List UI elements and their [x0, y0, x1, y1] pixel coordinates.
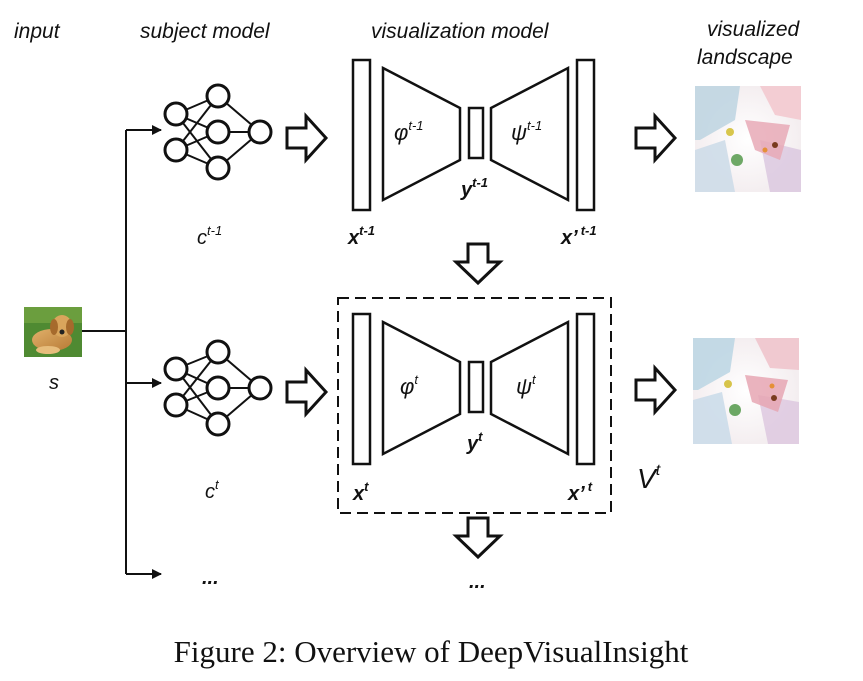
landscape-image-prev: [695, 86, 801, 192]
label-phi-prev: φt-1: [394, 118, 424, 145]
current-model-dashed-box: [337, 297, 612, 514]
autoencoder-prev: [351, 58, 596, 212]
subject-network-prev: [163, 83, 273, 181]
label-phi-cur: φt: [400, 372, 419, 399]
input-image-dog: [24, 307, 82, 357]
block-arrow-down-2: [452, 516, 504, 560]
label-x-cur: xt: [352, 479, 369, 505]
label-psi-prev: ψt-1: [511, 118, 542, 145]
label-v-cur: Vt: [637, 462, 661, 494]
header-visualized-line1: visualized: [707, 18, 801, 41]
block-arrow-right-1: [285, 112, 329, 164]
autoencoder-cur: [351, 312, 596, 466]
label-psi-cur: ψt: [516, 372, 537, 399]
label-x-prev: xt-1: [347, 223, 375, 249]
block-arrow-right-4: [634, 364, 678, 416]
header-visualization-model: visualization model: [371, 20, 550, 43]
header-visualized-line2: landscape: [697, 46, 793, 69]
label-c-prev: ct-1: [197, 223, 222, 249]
landscape-image-cur: [693, 338, 799, 444]
header-subject-model: subject model: [140, 20, 271, 43]
block-arrow-right-3: [634, 112, 678, 164]
input-label-s: s: [49, 372, 59, 394]
branch-connectors: [82, 125, 162, 579]
label-y-cur: yt: [466, 429, 483, 455]
header-input: input: [14, 20, 61, 43]
subject-network-cur: [163, 339, 273, 437]
label-xp-prev: x’t-1: [560, 223, 597, 249]
label-y-prev: yt-1: [460, 175, 488, 201]
block-arrow-down-1: [452, 242, 504, 286]
label-xp-cur: x’t: [567, 479, 593, 505]
ellipsis-model: ...: [469, 571, 486, 593]
ellipsis-subject: ...: [202, 567, 219, 589]
block-arrow-right-2: [285, 366, 329, 418]
figure-caption: Figure 2: Overview of DeepVisualInsight: [174, 634, 689, 669]
label-c-cur: ct: [205, 477, 220, 503]
